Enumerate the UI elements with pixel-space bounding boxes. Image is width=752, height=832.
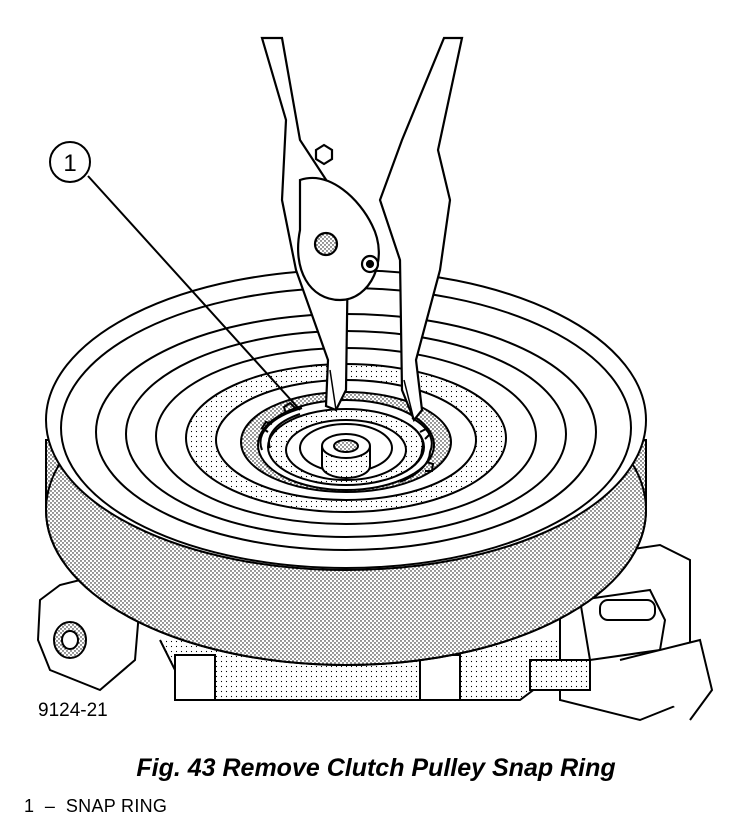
pulley-hub	[257, 399, 435, 491]
pulley-snap-ring-illustration: 1	[36, 36, 714, 722]
snap-ring-pliers	[260, 36, 464, 423]
legend-item-number: 1	[24, 796, 35, 816]
callout-1: 1	[49, 141, 301, 411]
compressor-body	[36, 543, 714, 722]
legend-item: 1 – SNAP RING	[24, 796, 167, 817]
legend: 1 – SNAP RING	[24, 796, 167, 817]
legend-item-separator: –	[44, 796, 56, 816]
snap-ring	[259, 401, 435, 483]
figure-caption: Fig. 43 Remove Clutch Pulley Snap Ring	[136, 754, 616, 782]
legend-item-label: SNAP RING	[65, 796, 168, 816]
figure-reference-id: 9124-21	[38, 700, 108, 721]
callout-1-number: 1	[63, 150, 76, 177]
callout-1-leader	[87, 175, 301, 411]
callout-1-circle	[49, 141, 91, 183]
